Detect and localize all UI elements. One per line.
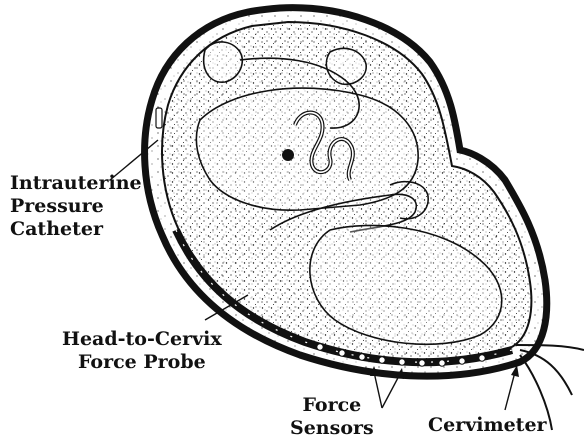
label-head-to-cervix-force-probe: Head-to-Cervix Force Probe xyxy=(62,328,222,374)
label-force-sensors: Force Sensors xyxy=(290,394,374,440)
label-iupc-line-2: Pressure xyxy=(10,195,142,218)
label-hcfp-line-1: Head-to-Cervix xyxy=(62,328,222,351)
cord-knot xyxy=(282,149,294,161)
label-iupc-line-3: Catheter xyxy=(10,218,142,241)
label-fs-line-1: Force xyxy=(290,394,374,417)
label-intrauterine-pressure-catheter: Intrauterine Pressure Catheter xyxy=(10,172,142,241)
fetus-back xyxy=(196,88,418,210)
label-fs-line-2: Sensors xyxy=(290,417,374,440)
label-iupc-line-1: Intrauterine xyxy=(10,172,142,195)
catheter-segment xyxy=(156,108,162,128)
label-cervimeter: Cervimeter xyxy=(428,414,547,437)
fetus-foot-2 xyxy=(326,48,366,84)
label-hcfp-line-2: Force Probe xyxy=(62,351,222,374)
fetus-foot xyxy=(204,42,243,82)
leader-cervimeter xyxy=(505,365,519,410)
